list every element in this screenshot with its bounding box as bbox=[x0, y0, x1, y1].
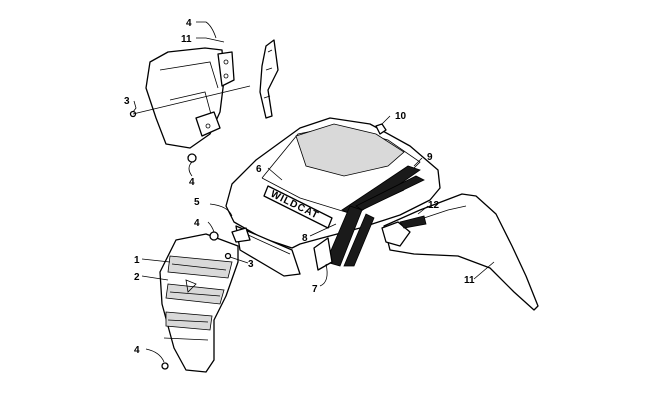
callout-6: 6 bbox=[256, 164, 262, 175]
callout-8: 8 bbox=[302, 233, 308, 244]
callout-3-right: 3 bbox=[248, 259, 254, 270]
callout-4-left: 4 bbox=[194, 218, 200, 229]
hood: WILDCAT bbox=[225, 117, 441, 277]
callout-7: 7 bbox=[312, 284, 318, 295]
callout-10: 10 bbox=[395, 111, 407, 122]
right-fender bbox=[381, 193, 539, 311]
callout-labels: 4 11 3 4 10 6 9 5 4 12 8 3 1 2 7 11 4 bbox=[124, 18, 475, 356]
callout-12: 12 bbox=[428, 200, 440, 211]
callout-3-left: 3 bbox=[124, 96, 130, 107]
callout-5: 5 bbox=[194, 197, 200, 208]
leader-lines bbox=[132, 21, 495, 363]
callout-4-upper: 4 bbox=[186, 18, 192, 29]
side-panel-upper bbox=[145, 47, 235, 149]
front-grille bbox=[159, 233, 239, 373]
hardware bbox=[129, 110, 387, 370]
callout-4-bottom: 4 bbox=[134, 345, 140, 356]
callout-11-upper: 11 bbox=[181, 34, 192, 45]
callout-2: 2 bbox=[134, 272, 140, 283]
callout-9: 9 bbox=[427, 152, 433, 163]
callout-4-mid: 4 bbox=[189, 177, 195, 188]
hood-decal bbox=[313, 165, 425, 271]
bracket-strip bbox=[259, 39, 279, 119]
callout-1: 1 bbox=[134, 255, 140, 266]
callout-11-right: 11 bbox=[464, 275, 475, 286]
